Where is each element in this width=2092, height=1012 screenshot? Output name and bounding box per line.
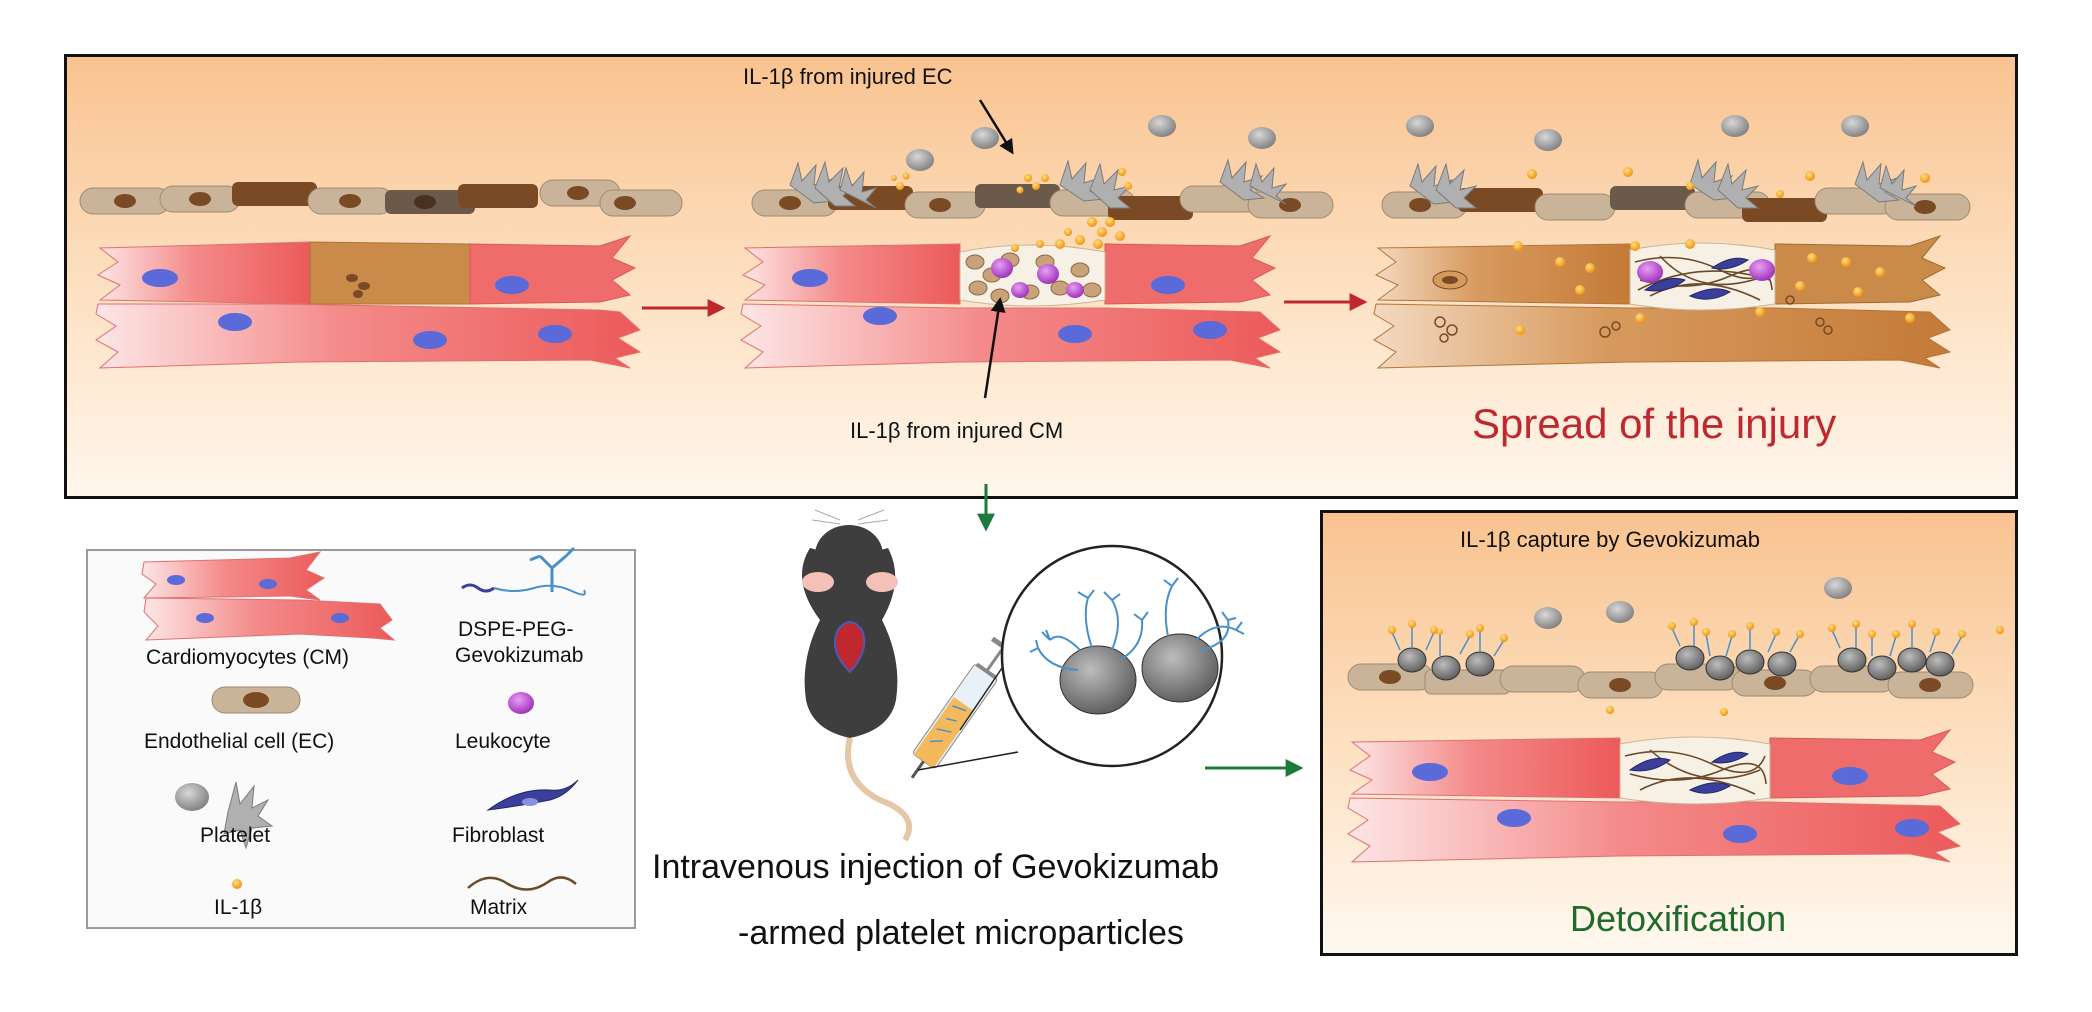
legend-cardiomyocytes-label: Cardiomyocytes (CM) (146, 646, 350, 669)
arrow-il1b-ec (978, 99, 1014, 155)
detox-endothelial-layer (1347, 663, 1974, 699)
legend-matrix-label: Matrix (470, 896, 528, 919)
mouse-illustration (802, 509, 913, 842)
microparticle-zoom-circle (1000, 544, 1245, 768)
legend-platelet-label: Platelet (200, 824, 271, 847)
detox-platelets (1534, 577, 1852, 629)
scene-healthy (79, 179, 683, 369)
legend-endothelial-label: Endothelial cell (EC) (144, 730, 335, 753)
endothelial-layer-2 (751, 184, 1334, 220)
legend-fibroblast-label: Fibroblast (452, 824, 545, 847)
legend-il1b-icon (232, 879, 242, 889)
debris-rings-3 (1434, 295, 1833, 343)
legend-endothelial-icon (211, 686, 301, 714)
il1b-capture-label: IL-1β capture by Gevokizumab (1460, 527, 1761, 552)
endothelial-layer-3 (1381, 186, 1971, 222)
detoxification-title: Detoxification (1570, 898, 1787, 939)
scene-early-injury (740, 115, 1334, 369)
spread-of-injury-title: Spread of the injury (1472, 400, 1837, 447)
endothelial-layer-1 (79, 179, 683, 217)
legend-cardiomyocyte-icon (141, 551, 396, 641)
legend-platelet-icon (175, 781, 274, 850)
detoxification-panel (1320, 510, 2018, 956)
il1b-from-injured-ec-label: IL-1β from injured EC (743, 64, 953, 89)
platelets-2 (906, 115, 1276, 171)
platelets-3 (1406, 115, 1869, 151)
cardiomyocytes-1 (95, 234, 642, 369)
injection-caption-line1: Intravenous injection of Gevokizumab (652, 848, 1219, 886)
cardiomyocytes-2 (740, 234, 1282, 369)
legend-matrix-icon (467, 876, 577, 891)
legend-leukocyte-label: Leukocyte (455, 730, 551, 753)
legend-dspe-label-2: Gevokizumab (455, 644, 584, 667)
activated-platelets-3 (1409, 158, 1918, 209)
injection-caption-line2: -armed platelet microparticles (738, 914, 1184, 952)
legend-il1b-label: IL-1β (214, 896, 263, 919)
cardiomyocytes-3 (1373, 234, 1952, 369)
detox-microparticles (1388, 618, 2004, 752)
il1b-from-injured-cm-label: IL-1β from injured CM (850, 418, 1064, 443)
legend-dspe-peg-gevokizumab-icon (461, 546, 586, 596)
legend-fibroblast-icon (486, 779, 579, 811)
legend-dspe-label-1: DSPE-PEG- (458, 618, 574, 641)
injury-gap-2 (959, 244, 1106, 307)
injury-gap-3 (1629, 242, 1776, 311)
il1b-dots-3 (1513, 167, 1930, 335)
legend-leukocyte-icon (508, 692, 534, 714)
il1b-dots-2 (891, 168, 1132, 252)
scene-spread-injury (1373, 115, 1971, 369)
detox-cardiomyocytes (1347, 728, 1962, 863)
arrow-il1b-cm (983, 297, 1006, 399)
detox-healing-gap (1619, 736, 1771, 805)
activated-platelets-2 (789, 158, 1288, 209)
